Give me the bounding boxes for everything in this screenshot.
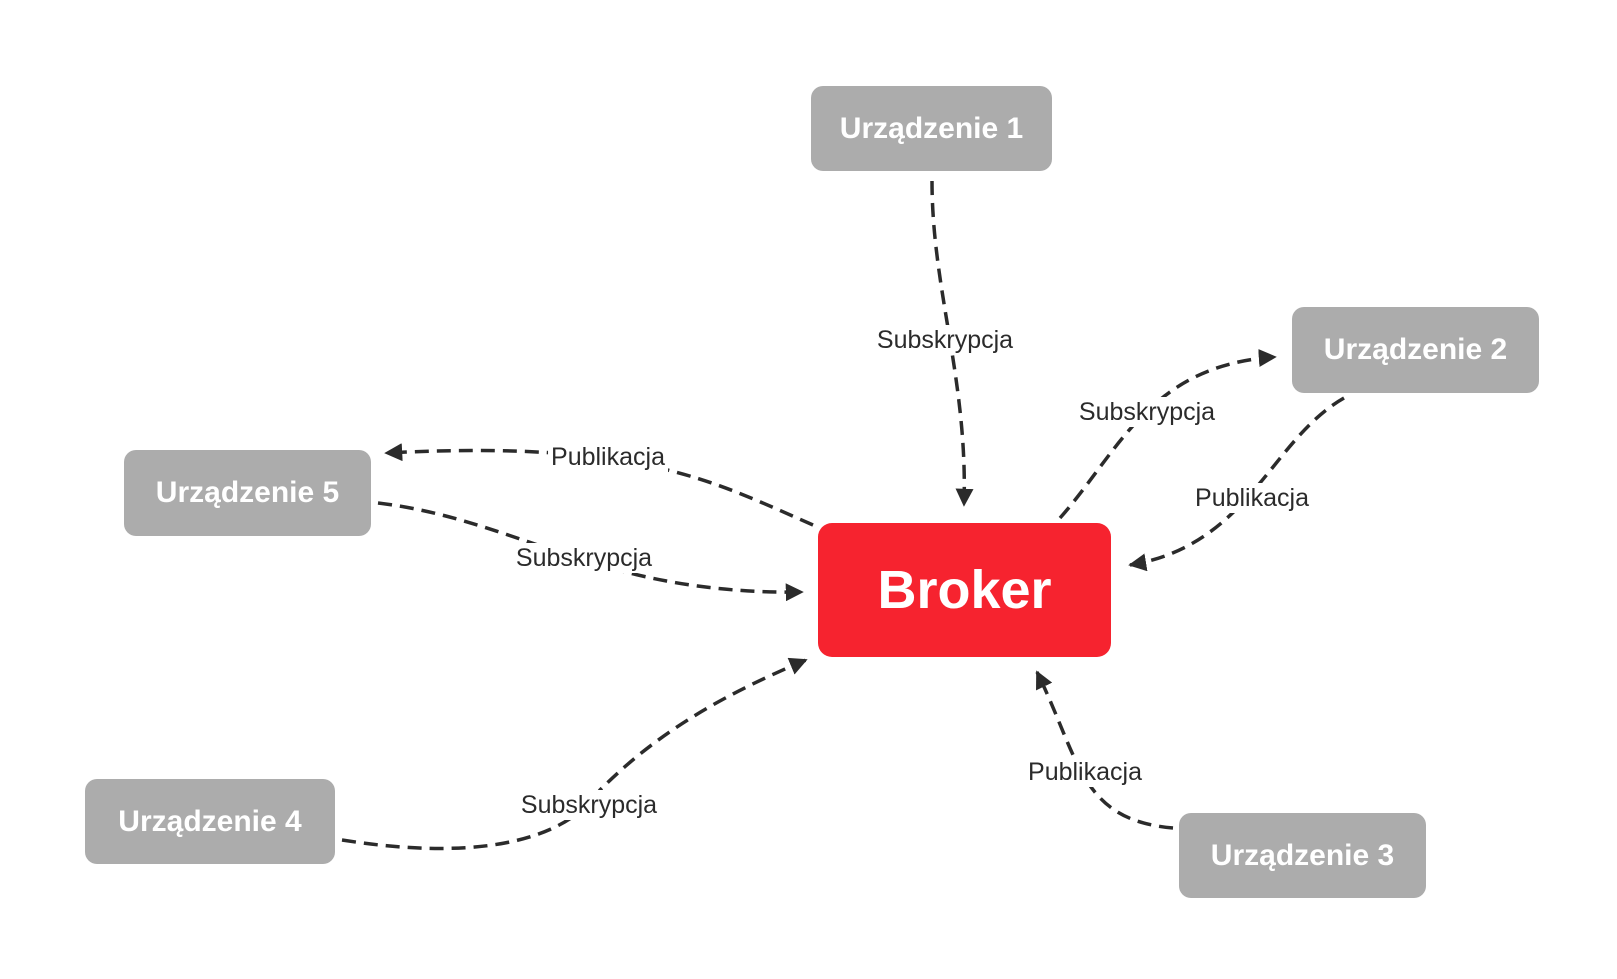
- device-5-node[interactable]: Urządzenie 5: [124, 450, 371, 536]
- edge-label-device5-subscription: Subskrypcja: [512, 543, 656, 573]
- edge-label-device2-subscription: Subskrypcja: [1075, 397, 1219, 427]
- edge-label-device3-publication: Publikacja: [1025, 757, 1145, 787]
- edge-label-device2-publication: Publikacja: [1192, 483, 1312, 513]
- broker-node[interactable]: Broker: [818, 523, 1111, 657]
- edge-device2-to-broker: [1128, 396, 1345, 572]
- device-3-node[interactable]: Urządzenie 3: [1179, 813, 1426, 898]
- edge-label-device1-subscription: Subskrypcja: [873, 325, 1017, 355]
- device-4-node[interactable]: Urządzenie 4: [85, 779, 335, 864]
- edge-device5-to-broker: [377, 501, 804, 602]
- device-2-node[interactable]: Urządzenie 2: [1292, 307, 1539, 393]
- device-1-node[interactable]: Urządzenie 1: [811, 86, 1052, 171]
- edge-device3-to-broker: [1035, 670, 1174, 830]
- edge-label-device4-subscription: Subskrypcja: [517, 790, 661, 820]
- edge-label-device5-publication: Publikacja: [548, 442, 668, 472]
- edge-device4-to-broker: [341, 657, 808, 851]
